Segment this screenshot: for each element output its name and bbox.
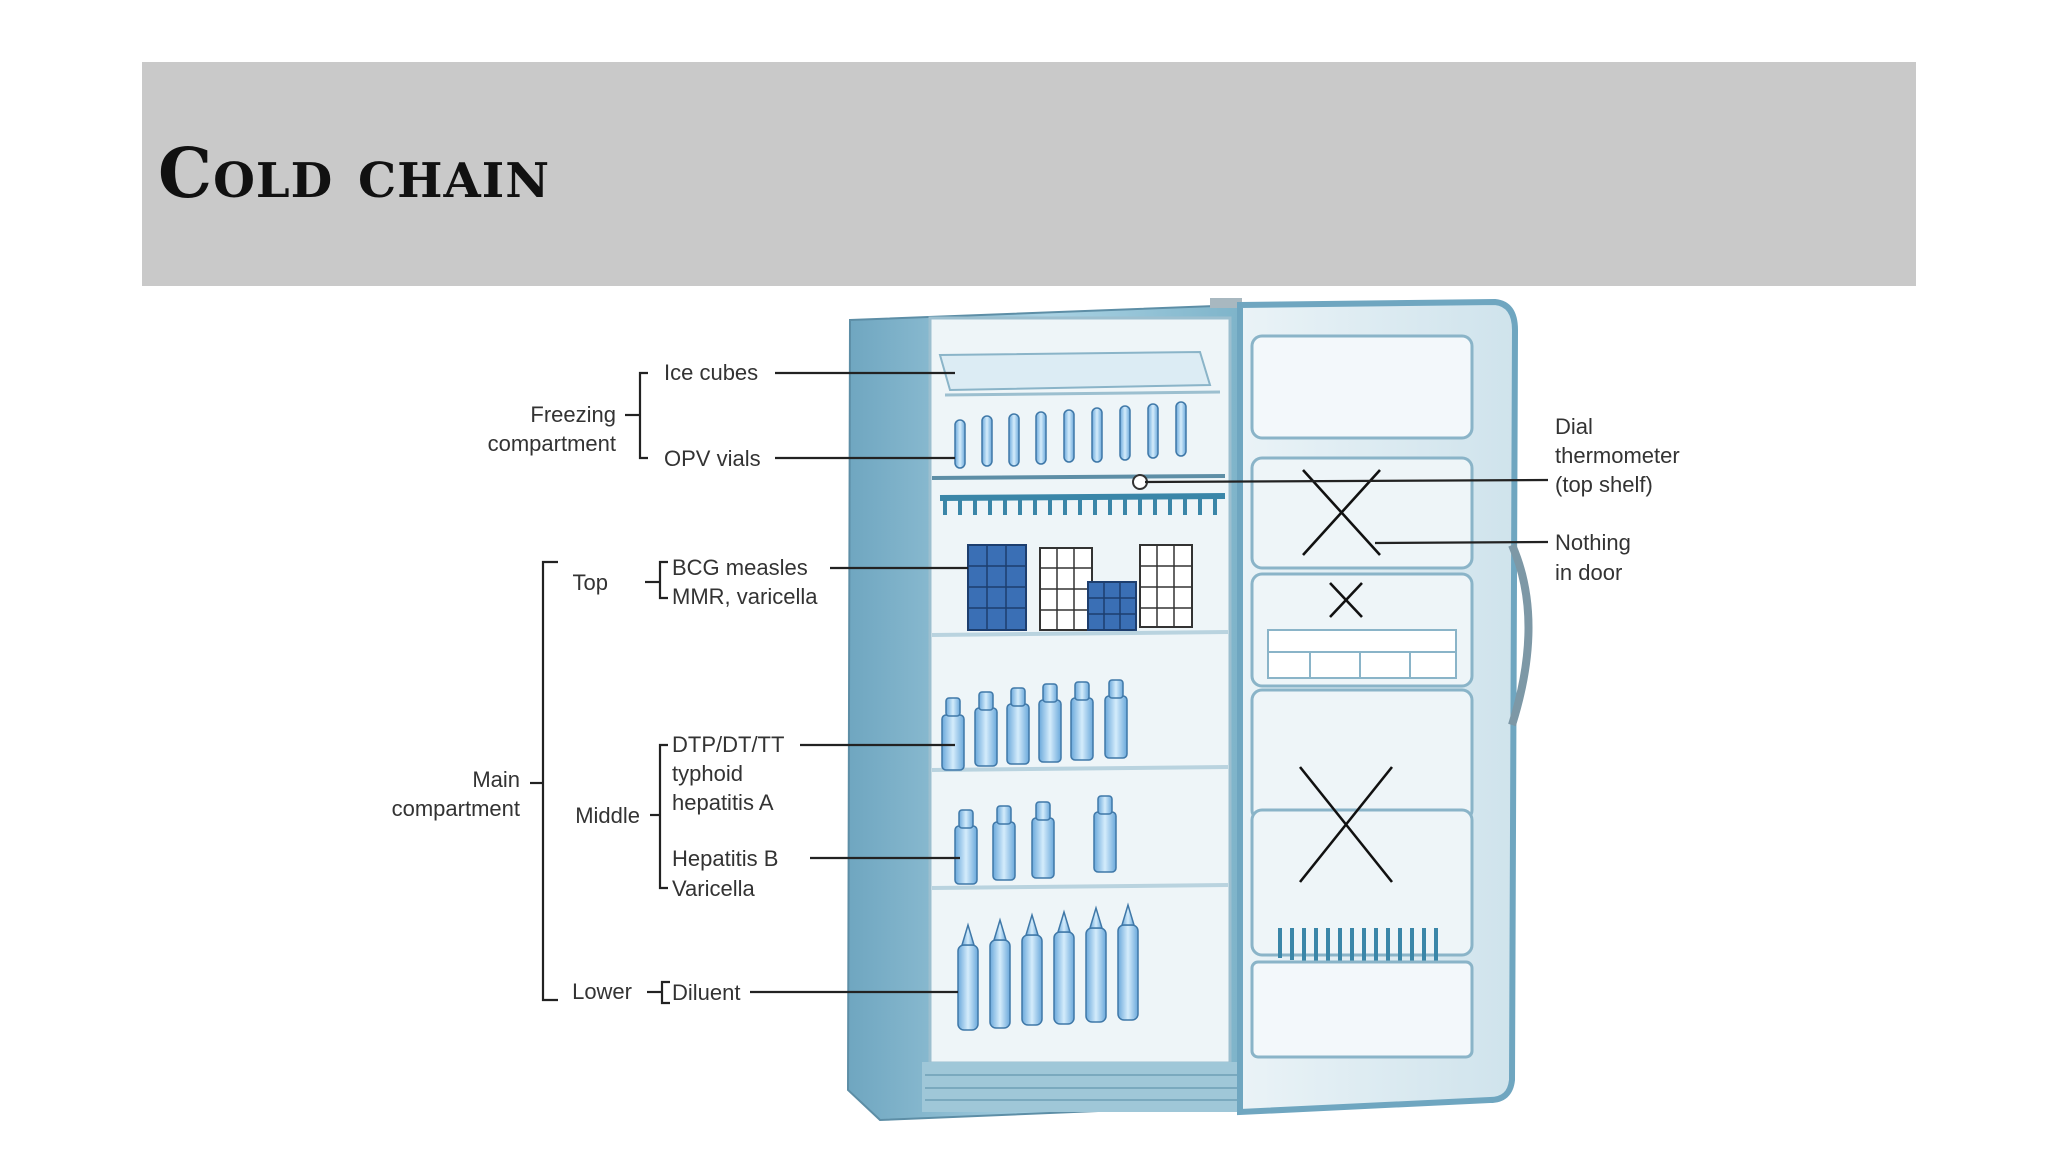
shelves xyxy=(931,630,1229,890)
label-hepatitis-a: hepatitis A xyxy=(672,790,774,815)
label-varicella: Varicella xyxy=(672,876,756,901)
label-main-compartment-2: compartment xyxy=(392,796,520,821)
top-shelf-boxes xyxy=(967,544,1193,631)
label-lower: Lower xyxy=(572,979,632,1004)
label-freezing-compartment-2: compartment xyxy=(488,431,616,456)
diluent-vials xyxy=(957,902,1139,1031)
label-freezing-compartment-1: Freezing xyxy=(530,402,616,427)
fridge-door xyxy=(1237,298,1533,1116)
dial-thermometer-icon xyxy=(1132,474,1148,490)
label-mmr-varicella: MMR, varicella xyxy=(672,584,818,609)
title-bar: Cold chain xyxy=(142,62,1916,286)
label-diluent: Diluent xyxy=(672,980,740,1005)
label-hepatitis-b: Hepatitis B xyxy=(672,846,778,871)
middle-shelf-vials xyxy=(941,679,1128,885)
label-opv-vials: OPV vials xyxy=(664,446,761,471)
slide-title: Cold chain xyxy=(158,134,551,214)
label-dial-1: Dial xyxy=(1555,414,1593,439)
label-dial-2: thermometer xyxy=(1555,443,1680,468)
label-nothing-1: Nothing xyxy=(1555,530,1631,555)
opv-vials xyxy=(954,401,1187,469)
ice-tray xyxy=(938,350,1221,397)
label-dial-3: (top shelf) xyxy=(1555,472,1653,497)
label-middle: Middle xyxy=(575,803,640,828)
label-ice-cubes: Ice cubes xyxy=(664,360,758,385)
freezer-fins xyxy=(939,493,1226,515)
label-top: Top xyxy=(573,570,608,595)
label-main-compartment-1: Main xyxy=(472,767,520,792)
no-storage-crosses xyxy=(1298,469,1394,883)
leader-lines xyxy=(530,371,1549,1005)
label-nothing-2: in door xyxy=(1555,560,1622,585)
label-dtp: DTP/DT/TT xyxy=(672,732,784,757)
label-bcg-measles: BCG measles xyxy=(672,555,808,580)
label-typhoid: typhoid xyxy=(672,761,743,786)
